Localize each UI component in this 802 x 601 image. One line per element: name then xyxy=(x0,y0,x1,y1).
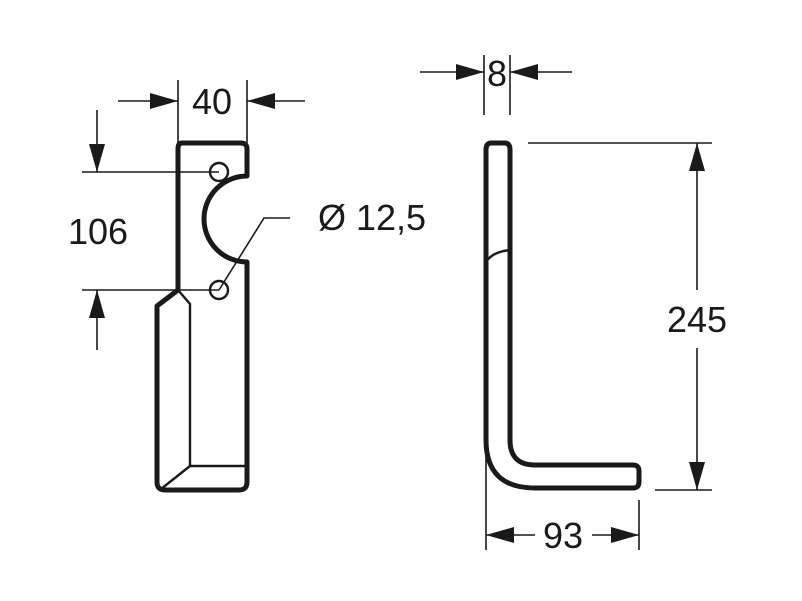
thickness-dimension: 8 xyxy=(420,53,572,115)
blade-side-outline xyxy=(483,140,642,491)
front-view: 40 106 Ø 12,5 xyxy=(68,80,426,493)
height-dimension: 245 xyxy=(528,142,727,491)
side-view: 8 245 93 xyxy=(420,53,727,556)
thickness-label: 8 xyxy=(487,53,507,94)
hole-spacing-label: 106 xyxy=(68,211,128,252)
hole-spacing-dimension: 106 xyxy=(68,110,219,350)
width-label: 40 xyxy=(192,81,232,122)
foot-length-label: 93 xyxy=(543,515,583,556)
foot-length-dimension: 93 xyxy=(485,455,640,556)
hole-diameter-callout: Ø 12,5 xyxy=(218,197,426,291)
blade-side-twist-line xyxy=(484,248,511,263)
blade-bevel-lines xyxy=(160,289,247,490)
hole-diameter-label: Ø 12,5 xyxy=(318,197,426,238)
width-dimension: 40 xyxy=(118,80,305,143)
height-label: 245 xyxy=(667,299,727,340)
blade-front-outline xyxy=(154,140,250,493)
